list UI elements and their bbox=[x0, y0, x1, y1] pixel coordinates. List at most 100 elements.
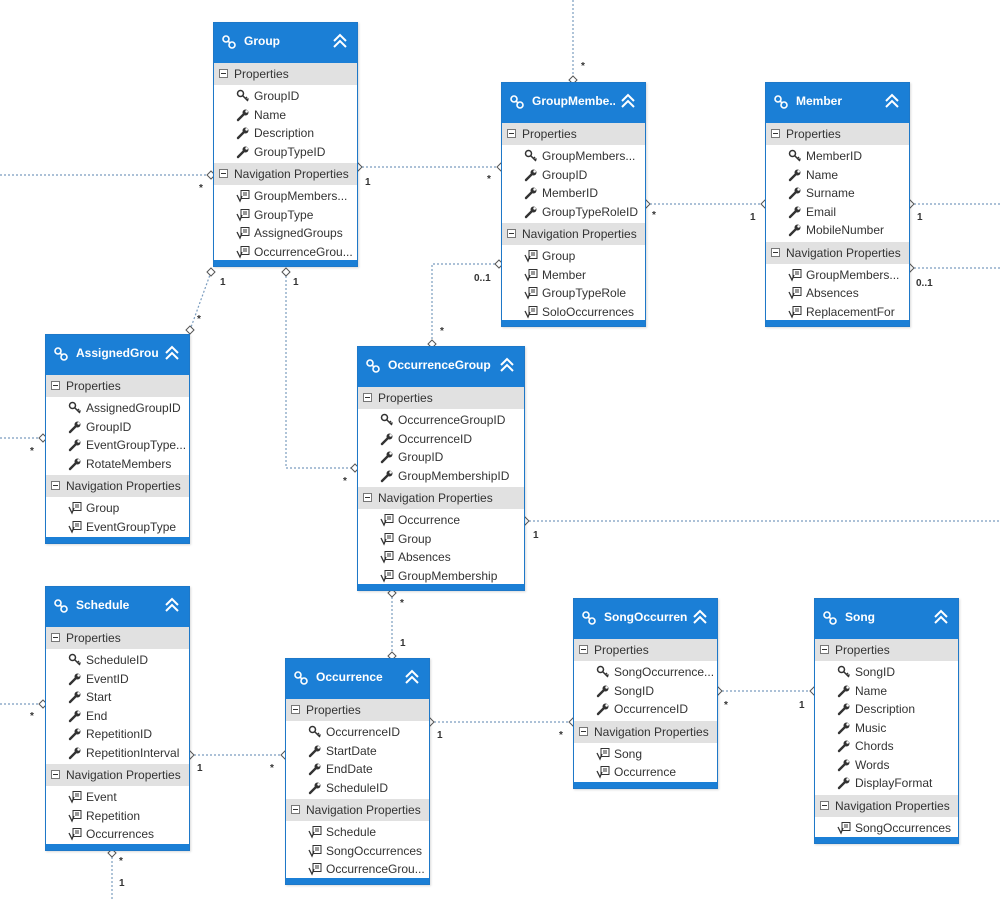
navigation-property-row[interactable]: GroupMembership bbox=[358, 567, 524, 586]
collapse-chevron-icon[interactable] bbox=[403, 668, 421, 686]
properties-header[interactable]: Properties bbox=[502, 123, 645, 145]
navigation-property-row[interactable]: Absences bbox=[766, 284, 909, 303]
collapse-minus-icon[interactable] bbox=[291, 705, 300, 714]
association-groupmembership-member[interactable]: *1 bbox=[641, 199, 770, 223]
property-row[interactable]: GroupMembers... bbox=[502, 147, 645, 166]
navigation-properties-header[interactable]: Navigation Properties bbox=[766, 241, 909, 264]
property-row[interactable]: Name bbox=[214, 106, 357, 125]
collapse-chevron-icon[interactable] bbox=[331, 32, 349, 50]
property-row[interactable]: MemberID bbox=[502, 184, 645, 203]
property-row[interactable]: GroupMembershipID bbox=[358, 467, 524, 486]
association-group-groupmembership[interactable]: 1* bbox=[353, 162, 506, 188]
navigation-property-row[interactable]: Group bbox=[46, 499, 189, 518]
property-row[interactable]: OccurrenceGroupID bbox=[358, 411, 524, 430]
navigation-property-row[interactable]: Song bbox=[574, 745, 717, 764]
collapse-minus-icon[interactable] bbox=[219, 69, 228, 78]
association-schedule-occurrence[interactable]: 1* bbox=[185, 750, 290, 774]
navigation-property-row[interactable]: AssignedGroups bbox=[214, 224, 357, 243]
property-row[interactable]: Start bbox=[46, 688, 189, 707]
property-row[interactable]: End bbox=[46, 707, 189, 726]
property-row[interactable]: RotateMembers bbox=[46, 455, 189, 474]
navigation-property-row[interactable]: Repetition bbox=[46, 807, 189, 826]
property-row[interactable]: Email bbox=[766, 203, 909, 222]
association-schedule-offscreen-bottom[interactable]: *1 bbox=[107, 848, 125, 900]
property-row[interactable]: Name bbox=[766, 166, 909, 185]
properties-header[interactable]: Properties bbox=[46, 627, 189, 649]
collapse-minus-icon[interactable] bbox=[771, 129, 780, 138]
navigation-property-row[interactable]: Group bbox=[502, 247, 645, 266]
property-row[interactable]: DisplayFormat bbox=[815, 774, 958, 793]
navigation-property-row[interactable]: OccurrenceGrou... bbox=[214, 243, 357, 262]
property-row[interactable]: Description bbox=[214, 124, 357, 143]
property-row[interactable]: ScheduleID bbox=[286, 779, 429, 798]
entity-songoccurrence[interactable]: SongOccurren...PropertiesSongOccurrence.… bbox=[573, 598, 718, 789]
collapse-chevron-icon[interactable] bbox=[619, 92, 637, 110]
collapse-chevron-icon[interactable] bbox=[691, 608, 709, 626]
property-row[interactable]: MemberID bbox=[766, 147, 909, 166]
collapse-minus-icon[interactable] bbox=[51, 770, 60, 779]
properties-header[interactable]: Properties bbox=[358, 387, 524, 409]
association-schedule-offscreen-left[interactable]: * bbox=[0, 699, 48, 722]
property-row[interactable]: Description bbox=[815, 700, 958, 719]
properties-header[interactable]: Properties bbox=[286, 699, 429, 721]
association-member-offscreen-right-2[interactable]: 0..1 bbox=[905, 263, 1000, 289]
property-row[interactable]: AssignedGroupID bbox=[46, 399, 189, 418]
association-assignedgroup-offscreen-left[interactable]: * bbox=[0, 433, 48, 457]
collapse-chevron-icon[interactable] bbox=[883, 92, 901, 110]
collapse-minus-icon[interactable] bbox=[507, 229, 516, 238]
property-row[interactable]: StartDate bbox=[286, 742, 429, 761]
navigation-property-row[interactable]: Occurrence bbox=[574, 763, 717, 782]
collapse-chevron-icon[interactable] bbox=[163, 596, 181, 614]
navigation-property-row[interactable]: ReplacementFor bbox=[766, 303, 909, 322]
association-group-assignedgroup[interactable]: 1* bbox=[185, 267, 226, 335]
navigation-property-row[interactable]: GroupType bbox=[214, 206, 357, 225]
property-row[interactable]: GroupID bbox=[214, 87, 357, 106]
property-row[interactable]: RepetitionID bbox=[46, 725, 189, 744]
entity-header[interactable]: OccurrenceGroup bbox=[358, 347, 524, 387]
entity-header[interactable]: Group bbox=[214, 23, 357, 63]
association-group-occurrencegroup[interactable]: 1* bbox=[281, 267, 360, 487]
association-groupmembership-occurrencegroup[interactable]: 0..1* bbox=[427, 259, 504, 349]
navigation-properties-header[interactable]: Navigation Properties bbox=[574, 720, 717, 743]
navigation-property-row[interactable]: GroupMembers... bbox=[766, 266, 909, 285]
navigation-property-row[interactable]: EventGroupType bbox=[46, 518, 189, 537]
properties-header[interactable]: Properties bbox=[214, 63, 357, 85]
association-occurrencegroup-offscreen-right[interactable]: 1 bbox=[520, 516, 1000, 541]
entity-header[interactable]: SongOccurren... bbox=[574, 599, 717, 639]
collapse-minus-icon[interactable] bbox=[51, 381, 60, 390]
association-line[interactable] bbox=[431, 263, 499, 344]
collapse-minus-icon[interactable] bbox=[771, 247, 780, 257]
entity-header[interactable]: GroupMembe... bbox=[502, 83, 645, 123]
entity-header[interactable]: Member bbox=[766, 83, 909, 123]
property-row[interactable]: SongID bbox=[574, 682, 717, 701]
collapse-minus-icon[interactable] bbox=[820, 800, 829, 810]
navigation-property-row[interactable]: Member bbox=[502, 266, 645, 285]
navigation-properties-header[interactable]: Navigation Properties bbox=[286, 799, 429, 821]
collapse-minus-icon[interactable] bbox=[363, 493, 372, 502]
property-row[interactable]: ScheduleID bbox=[46, 651, 189, 670]
property-row[interactable]: Name bbox=[815, 682, 958, 701]
collapse-chevron-icon[interactable] bbox=[932, 608, 950, 626]
navigation-property-row[interactable]: SongOccurrences bbox=[286, 842, 429, 861]
navigation-property-row[interactable]: SoloOccurrences bbox=[502, 303, 645, 322]
property-row[interactable]: OccurrenceID bbox=[286, 723, 429, 742]
entity-header[interactable]: AssignedGroup bbox=[46, 335, 189, 375]
collapse-chevron-icon[interactable] bbox=[163, 344, 181, 362]
property-row[interactable]: GroupTypeRoleID bbox=[502, 203, 645, 222]
navigation-property-row[interactable]: Group bbox=[358, 530, 524, 549]
collapse-minus-icon[interactable] bbox=[51, 481, 60, 490]
collapse-chevron-icon[interactable] bbox=[498, 356, 516, 374]
property-row[interactable]: GroupID bbox=[358, 448, 524, 467]
property-row[interactable]: GroupID bbox=[502, 166, 645, 185]
collapse-minus-icon[interactable] bbox=[291, 805, 300, 814]
entity-header[interactable]: Occurrence bbox=[286, 659, 429, 699]
association-member-offscreen-right-1[interactable]: 1 bbox=[905, 199, 1000, 223]
entity-header[interactable]: Song bbox=[815, 599, 958, 639]
property-row[interactable]: EndDate bbox=[286, 760, 429, 779]
property-row[interactable]: EventGroupType... bbox=[46, 436, 189, 455]
navigation-property-row[interactable]: Occurrence bbox=[358, 511, 524, 530]
